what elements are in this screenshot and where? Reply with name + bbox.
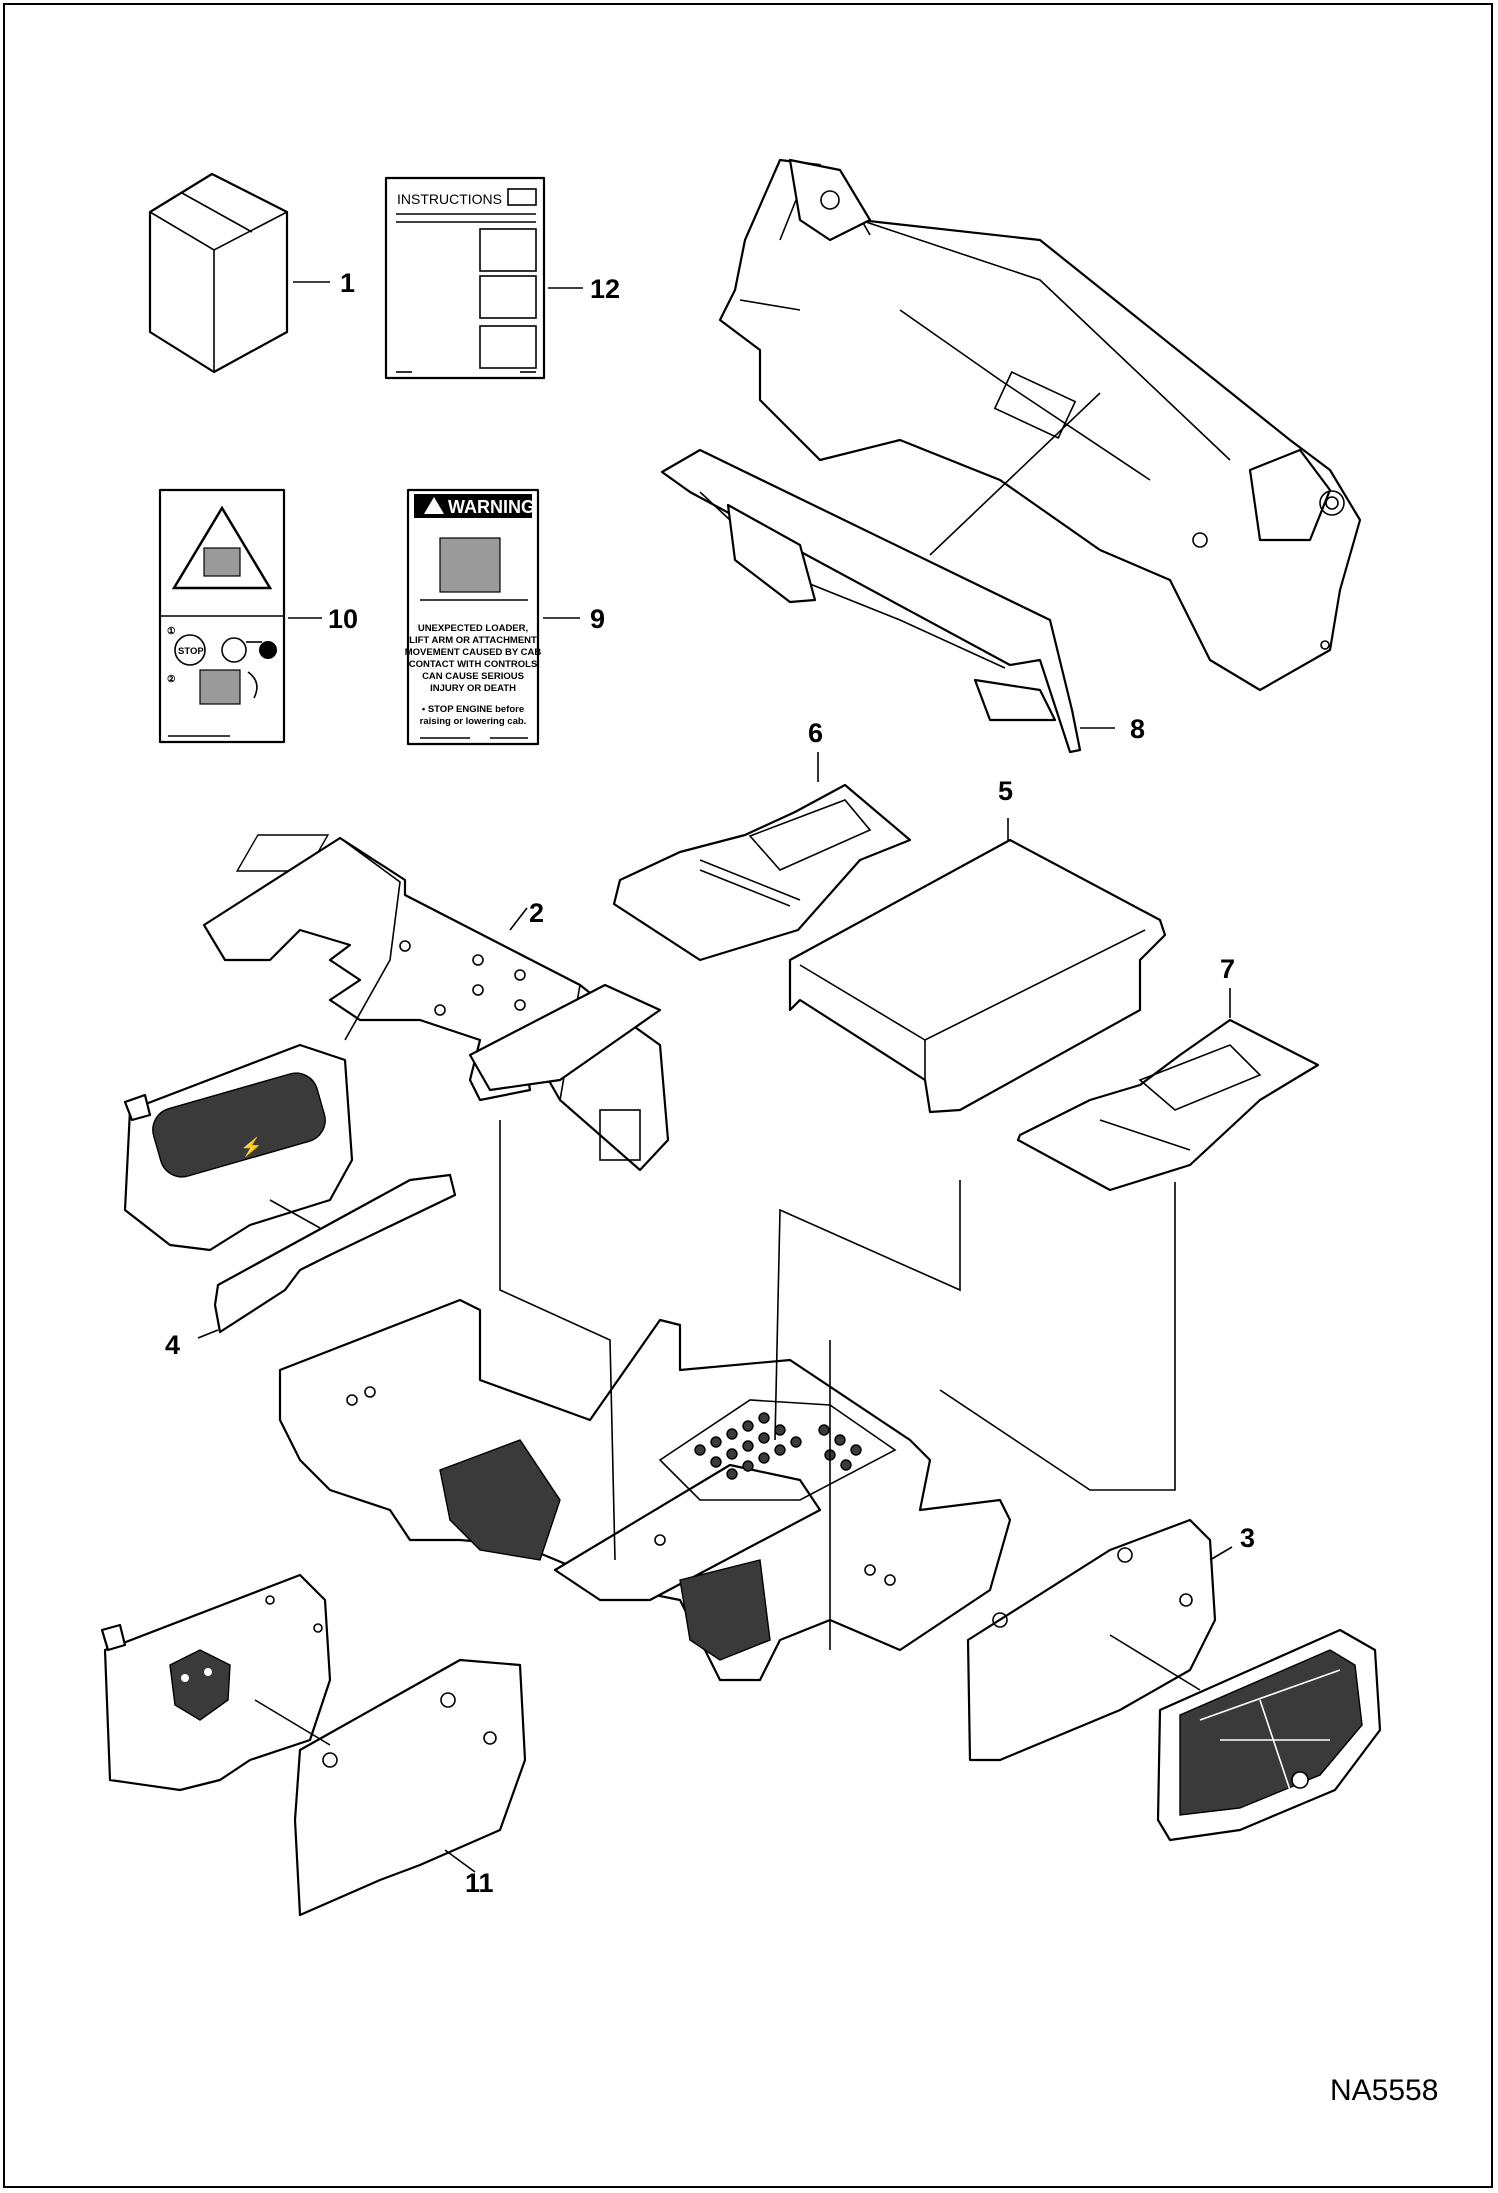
decal-10-step2: ② [167,674,176,685]
part-4-panel [213,1173,457,1334]
part-11-panel [293,1658,527,1917]
leader-5-to-base [774,1180,961,1441]
callout-4: 4 [165,1330,180,1360]
part-left-side-panel [100,1573,332,1792]
warning-footer-1: • STOP ENGINE before [422,704,524,715]
callout-10: 10 [328,604,358,634]
warning-header: WARNING [448,497,535,517]
leader-4-panel [269,1199,321,1229]
callout-11: 11 [465,1868,494,1898]
warning-line-4: CONTACT WITH CONTROLS [409,659,538,670]
part-8-main-frame [718,158,1362,692]
instructions-title: INSTRUCTIONS [397,191,502,207]
part-12-instructions: INSTRUCTIONS [384,176,546,380]
callout-1: 1 [340,268,355,298]
callout-12: 12 [590,274,620,304]
figure-id: NA5558 [1330,2074,1438,2107]
warning-footer-2: raising or lowering cab. [420,716,527,727]
leader-3 [1209,1546,1233,1561]
part-battery-panel: ⚡ [123,1043,354,1252]
part-1-box [148,172,289,374]
warning-line-5: CAN CAUSE SERIOUS [422,671,524,682]
warning-line-3: MOVEMENT CAUSED BY CAB [405,647,542,658]
part-9-warning-decal: WARNING UNEXPECTED LOADER, LIFT ARM OR A… [405,488,542,746]
part-5-cover [788,838,1167,1114]
leader-7-to-base [939,1182,1176,1491]
callout-8: 8 [1130,714,1145,744]
callout-3: 3 [1240,1523,1255,1553]
warning-line-2: LIFT ARM OR ATTACHMENT [409,635,537,646]
floor-grate [694,1412,862,1480]
decal-10-step1: ① [167,626,176,637]
decal-10-stop: STOP [178,646,204,657]
callout-5: 5 [998,776,1013,806]
part-6-pedal [235,783,912,962]
leader-2-to-base [499,1120,616,1561]
leader-3-panel [1109,1634,1201,1691]
part-3-panel [966,1518,1217,1762]
part-right-filter-panel [1156,1628,1382,1842]
warning-line-1: UNEXPECTED LOADER, [418,623,528,634]
callout-7: 7 [1220,954,1235,984]
svg-text:⚡: ⚡ [240,1136,262,1158]
part-8-floor-plate [660,448,1082,754]
leader-11-panel [254,1699,331,1746]
leader-8-frame [929,392,1101,556]
part-2-bracket [202,836,670,1172]
warning-line-6: INJURY OR DEATH [430,683,516,694]
callout-6: 6 [808,718,823,748]
part-cab-base [278,1298,1012,1682]
part-10-decal: ① STOP ② [158,488,286,744]
leader-11 [444,1849,476,1873]
leader-2 [509,907,528,931]
part-7-pedal [1016,1018,1320,1192]
callout-2: 2 [529,898,544,928]
callout-9: 9 [590,604,605,634]
leader-4 [197,1329,219,1339]
drawing-frame [3,3,1493,2188]
